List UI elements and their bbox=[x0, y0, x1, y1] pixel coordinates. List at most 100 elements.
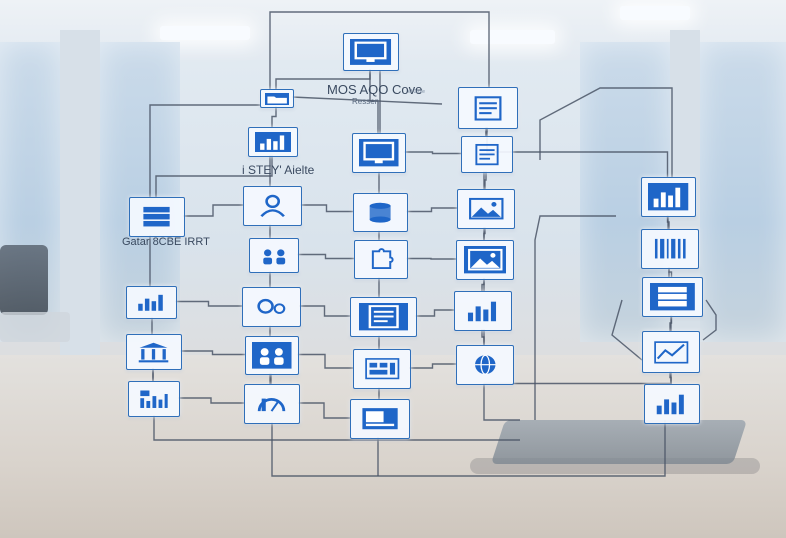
connector-center-data-right-globe bbox=[409, 363, 456, 369]
people-icon bbox=[256, 244, 292, 268]
connector-line bbox=[153, 415, 520, 441]
header-subtitle: Ressen bbox=[352, 97, 380, 106]
connector-line bbox=[611, 299, 643, 361]
node-right-photo bbox=[456, 240, 514, 280]
data-grid-icon bbox=[361, 355, 404, 382]
connector-center-doc-right-chart bbox=[415, 309, 454, 317]
document-icon bbox=[468, 142, 506, 167]
analytics-icon bbox=[650, 338, 693, 367]
connector-right-upper-doc-right-gallery bbox=[484, 171, 487, 189]
globe-icon bbox=[464, 351, 507, 378]
connector-center-group-center-data bbox=[297, 353, 353, 369]
monitor-icon bbox=[359, 139, 399, 167]
connector-left-server-center-person bbox=[183, 204, 243, 217]
image-icon bbox=[465, 195, 508, 222]
connector-mid-left-people-center-puzzle bbox=[297, 253, 354, 260]
header-title: MOS AQO Cove bbox=[327, 82, 423, 97]
connector-center-person-center-database bbox=[300, 204, 353, 213]
barcode-icon bbox=[649, 235, 692, 262]
connector-top-monitor-small-folder bbox=[275, 69, 371, 89]
node-mid-left-people bbox=[249, 238, 299, 273]
connector-line bbox=[149, 104, 260, 197]
connector-center-database-right-gallery bbox=[406, 207, 457, 213]
connector-center-gears-center-doc bbox=[299, 305, 350, 317]
node-upper-center-monitor bbox=[352, 133, 406, 173]
connector-line bbox=[483, 383, 520, 421]
node-center-data bbox=[353, 349, 411, 389]
group-label-left: Gatar 8CBE IRRT bbox=[122, 236, 210, 248]
office-chair bbox=[0, 245, 48, 315]
office-window bbox=[700, 42, 786, 342]
bar-chart-icon bbox=[254, 131, 292, 153]
image-icon bbox=[463, 246, 507, 274]
ceiling-lamp bbox=[620, 6, 690, 20]
node-left-stats bbox=[128, 381, 180, 417]
gauge-icon bbox=[251, 390, 292, 417]
server-icon bbox=[136, 203, 177, 230]
bar-chart-icon bbox=[648, 183, 689, 211]
node-right-upper-doc bbox=[461, 136, 513, 173]
node-center-group bbox=[245, 336, 299, 375]
node-right-chart bbox=[454, 291, 512, 331]
node-left-bars bbox=[126, 286, 177, 319]
connector-line bbox=[291, 96, 443, 105]
node-right-globe bbox=[456, 345, 514, 385]
connector-small-folder-upper-left-bars bbox=[271, 106, 277, 127]
node-far-right-bottom bbox=[644, 384, 700, 424]
ceiling-lamp bbox=[160, 26, 250, 40]
node-far-right-hand bbox=[642, 331, 700, 373]
cabinet-icon bbox=[133, 340, 174, 364]
node-small-folder bbox=[260, 89, 294, 108]
node-center-database bbox=[353, 193, 408, 232]
bar-chart-icon bbox=[133, 291, 170, 313]
connector-upper-left-bars-left-server bbox=[155, 155, 273, 197]
connector-left-cabinet-center-group bbox=[180, 350, 245, 356]
node-center-report bbox=[350, 399, 410, 439]
bar-chart-icon bbox=[462, 297, 505, 324]
side-table bbox=[0, 312, 70, 342]
connector-upper-center-monitor-right-upper-doc bbox=[404, 151, 461, 155]
ceiling-lamp bbox=[470, 30, 555, 44]
node-far-right-server bbox=[642, 277, 703, 317]
connector-left-bars-center-gears bbox=[175, 300, 242, 307]
connector-center-gauge-center-report bbox=[298, 402, 350, 419]
connector-line bbox=[269, 11, 490, 89]
connector-line bbox=[539, 87, 673, 177]
database-icon bbox=[360, 199, 400, 226]
node-upper-left-bars bbox=[248, 127, 298, 157]
node-top-monitor bbox=[343, 33, 399, 71]
report-icon bbox=[358, 405, 402, 432]
node-right-gallery bbox=[457, 189, 515, 229]
monitor-icon bbox=[350, 39, 392, 65]
node-center-gauge bbox=[244, 384, 300, 424]
connector-line bbox=[702, 299, 717, 341]
node-far-right-barcode bbox=[641, 229, 699, 269]
connector-center-puzzle-right-photo bbox=[406, 257, 456, 260]
person-icon bbox=[251, 192, 294, 219]
bar-chart-icon bbox=[651, 390, 692, 417]
group-label: i STEY' Aielte bbox=[242, 163, 315, 177]
people-icon bbox=[252, 342, 292, 369]
gears-icon bbox=[250, 293, 293, 320]
wall-pillar bbox=[60, 30, 100, 360]
node-left-server bbox=[129, 197, 185, 237]
connector-left-stats-center-gauge bbox=[178, 397, 244, 404]
document-icon bbox=[358, 303, 409, 331]
node-center-gears bbox=[242, 287, 301, 327]
folder-icon bbox=[264, 92, 290, 106]
server-icon bbox=[650, 283, 695, 311]
connector-line bbox=[534, 215, 616, 420]
node-left-cabinet bbox=[126, 334, 182, 370]
node-center-puzzle bbox=[354, 240, 408, 279]
connector-line bbox=[271, 420, 666, 477]
document-icon bbox=[466, 94, 510, 123]
node-top-right-doc bbox=[458, 87, 518, 129]
connector-top-right-doc-far-right-chart bbox=[486, 127, 669, 177]
stats-icon bbox=[135, 387, 173, 411]
node-center-person bbox=[243, 186, 302, 226]
header-caption: ef 0ru/e bbox=[408, 89, 425, 95]
node-far-right-chart bbox=[641, 177, 696, 217]
node-center-doc bbox=[350, 297, 417, 337]
